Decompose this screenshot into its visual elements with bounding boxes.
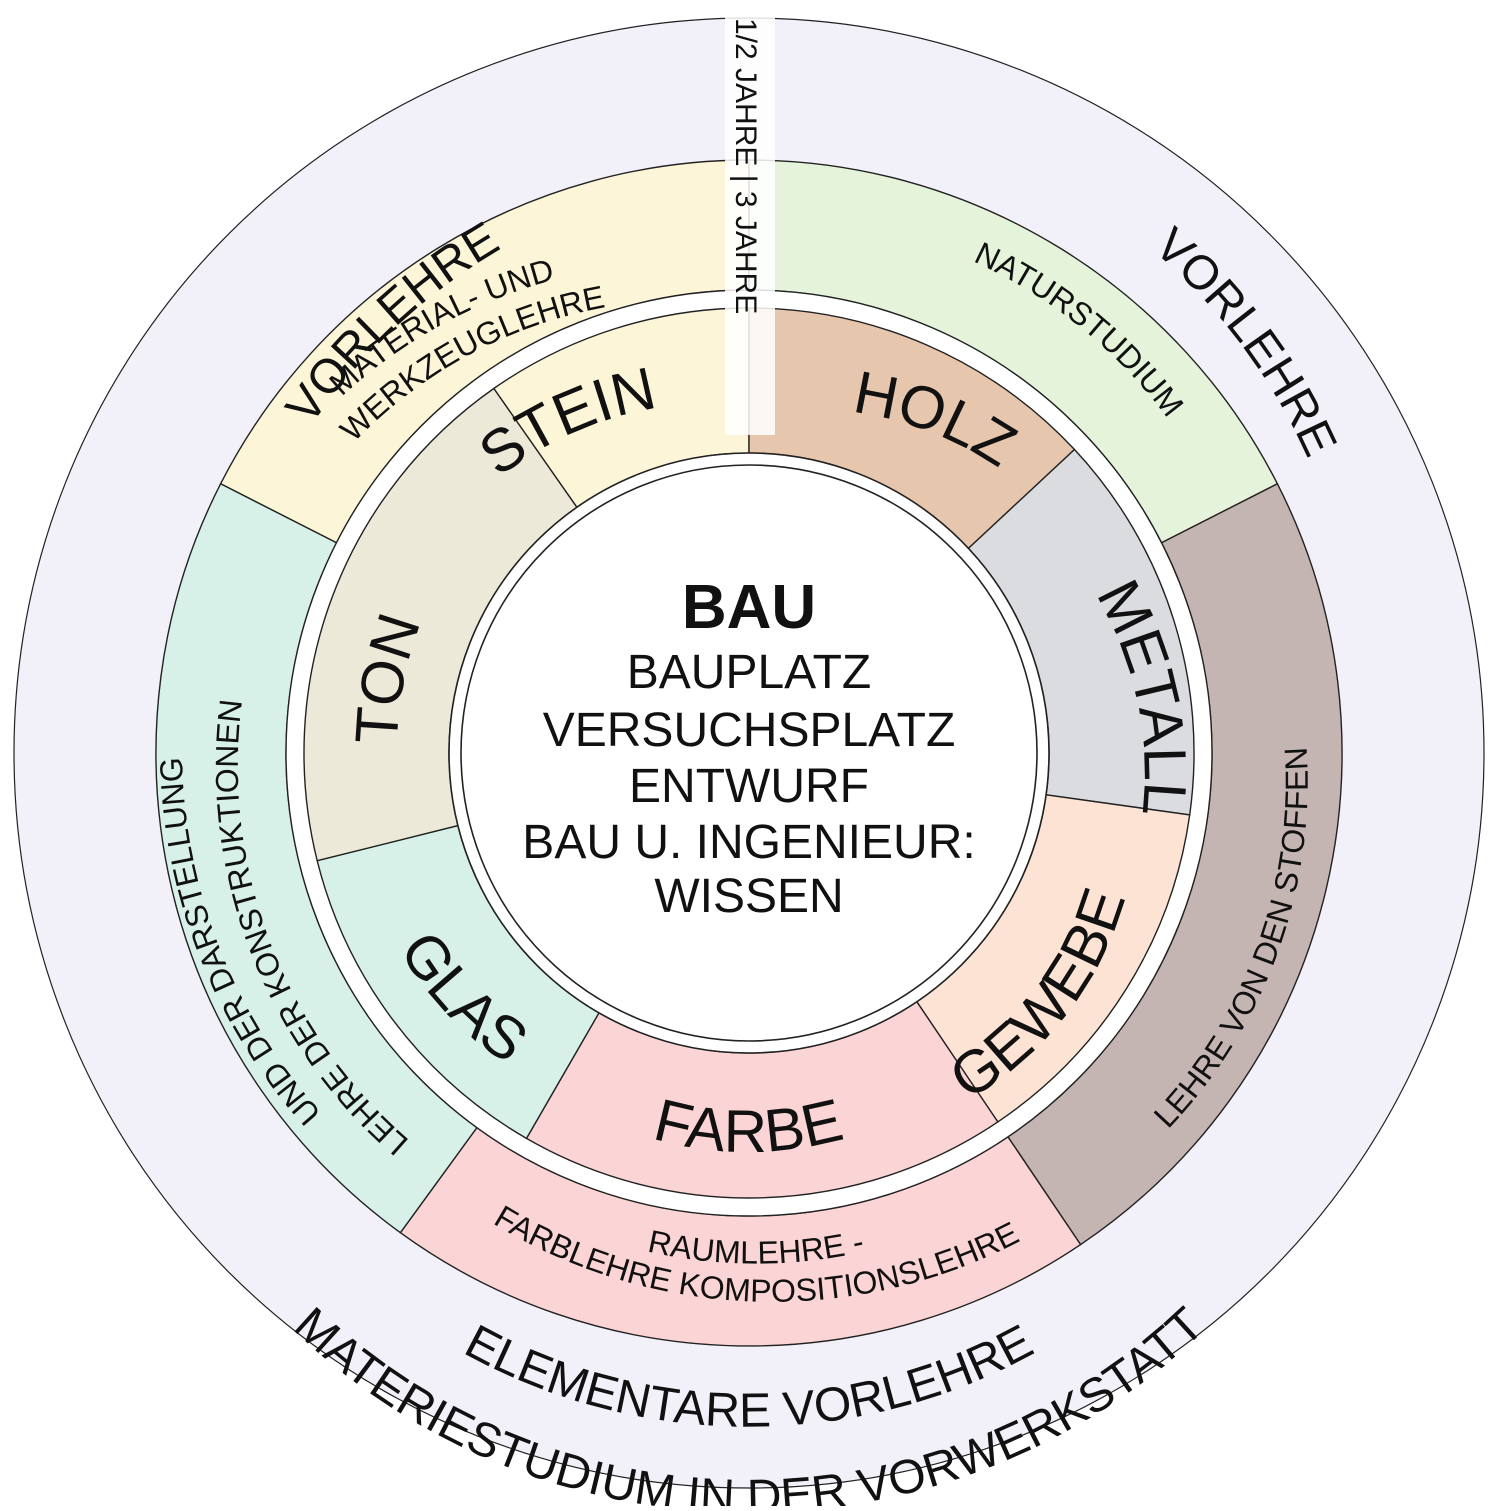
center-line-3: ENTWURF: [629, 760, 869, 813]
center-line-1: BAUPLATZ: [627, 646, 872, 699]
center-line-5: WISSEN: [654, 870, 843, 923]
years-band: [725, 15, 775, 435]
center-line-4: BAU U. INGENIEUR:: [522, 816, 975, 869]
years-label: 1/2 JAHRE | 3 JAHRE: [729, 18, 762, 314]
inner-ring: [303, 307, 1195, 1199]
center-title: BAU: [682, 573, 816, 642]
center-disc: [460, 464, 1038, 1042]
inner-label-farbe: FARBE: [648, 1086, 848, 1165]
center-line-2: VERSUCHSPLATZ: [543, 704, 956, 757]
